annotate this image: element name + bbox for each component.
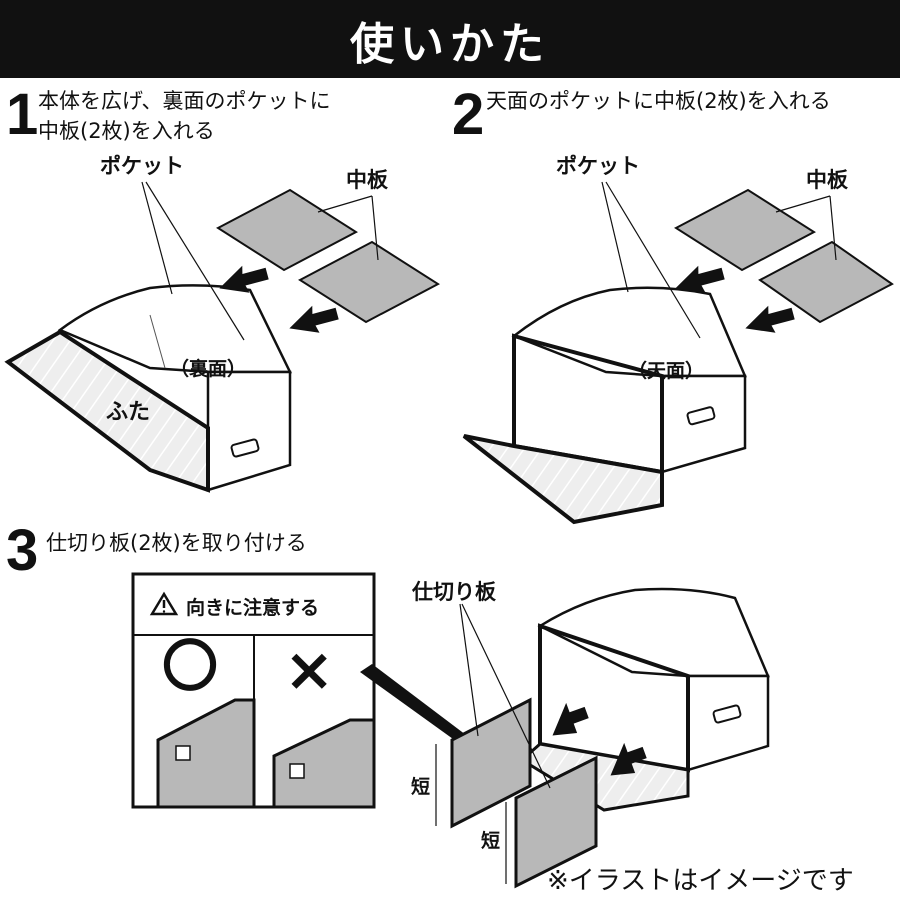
- figure-1-boards: [216, 188, 440, 333]
- fig1-pocket-label: ポケット: [100, 154, 184, 178]
- short-label-1: 短: [411, 776, 431, 798]
- fig1-lid-label: ふた: [106, 400, 151, 425]
- figure-3-box: [519, 587, 770, 812]
- figure-1-leader-lines: [141, 181, 379, 341]
- step-2-text: 天面のポケットに中板(2枚)を入れる: [486, 89, 831, 113]
- caution-panel: [131, 572, 376, 809]
- fig2-board-label: 中板: [806, 168, 848, 192]
- figure-3-leader-lines: [459, 603, 551, 789]
- header-bar: 使いかた: [0, 0, 900, 78]
- fig2-pocket-label: ポケット: [556, 154, 640, 178]
- page-title: 使いかた: [350, 19, 550, 70]
- callout-pointer: [360, 664, 470, 744]
- divider-label: 仕切り板: [412, 580, 496, 604]
- caution-text: 向きに注意する: [186, 597, 320, 619]
- step-3-text: 仕切り板(2枚)を取り付ける: [46, 531, 307, 555]
- step-1-text-line2: 中板(2枚)を入れる: [38, 119, 215, 143]
- wrong-symbol: ×: [284, 635, 335, 705]
- step-1-text-line1: 本体を広げ、裏面のポケットに: [38, 89, 331, 113]
- fig2-top-label: （天面）: [628, 360, 705, 382]
- figure-2-leader-lines: [601, 181, 837, 339]
- figure-1-box: [4, 284, 293, 493]
- step-2-number: 2: [452, 82, 485, 147]
- correct-symbol: 〇: [162, 635, 218, 700]
- fig1-back-label: （裏面）: [170, 358, 247, 380]
- step-1-number: 1: [6, 82, 39, 147]
- warning-icon: [149, 591, 179, 616]
- figure-2-boards: [674, 188, 894, 333]
- short-label-2: 短: [481, 830, 501, 852]
- figure-3-dividers: [435, 697, 647, 889]
- figure-2-box: [462, 286, 747, 525]
- fig1-board-label: 中板: [346, 168, 388, 192]
- footer-note: ※イラストはイメージです: [547, 866, 854, 896]
- step-3-number: 3: [6, 518, 39, 583]
